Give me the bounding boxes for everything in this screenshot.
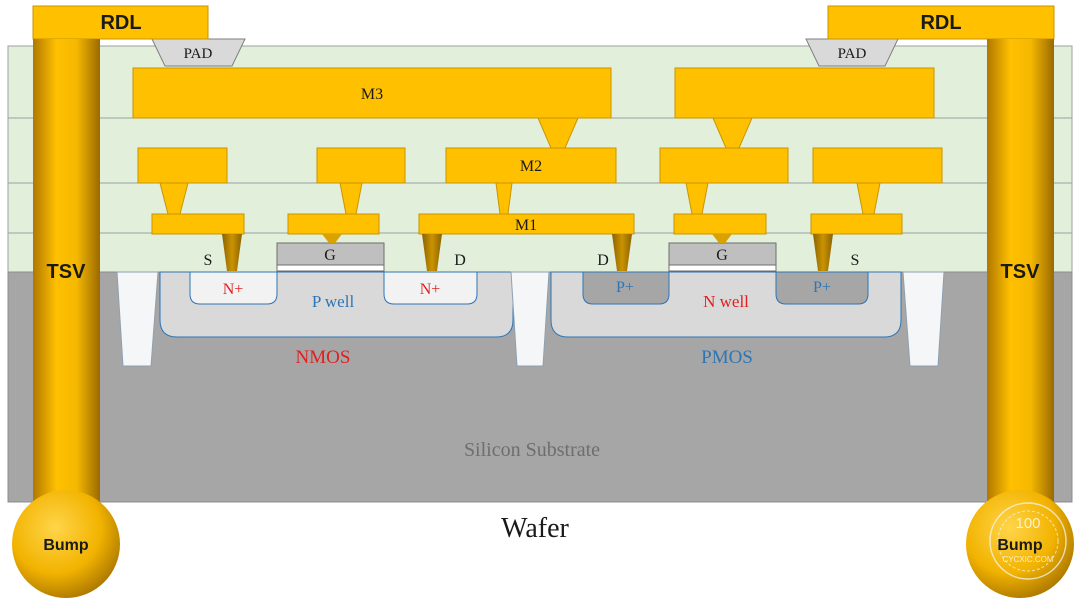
pmos-label: PMOS <box>701 347 753 368</box>
p-plus-source-label: P+ <box>813 279 831 296</box>
trench-isolation-middle <box>510 271 550 367</box>
via-m1-m2-4 <box>685 182 709 215</box>
n-plus-drain-label: N+ <box>420 281 441 298</box>
p-plus-drain-diffusion <box>582 271 670 305</box>
contact-nmos-source <box>222 234 242 271</box>
nmos-label: NMOS <box>296 347 351 368</box>
m1-label: M1 <box>515 217 537 234</box>
contact-nmos-gate <box>322 234 342 243</box>
pad-right-label: PAD <box>838 46 867 62</box>
nmos-gate-label: G <box>324 247 336 264</box>
m1-pad-nmos-source <box>151 213 245 235</box>
pad-left-label: PAD <box>184 46 213 62</box>
m1-pad-pmos-gate <box>673 213 767 235</box>
watermark-seal-domain: CYCXIC.COM <box>1002 555 1053 564</box>
n-plus-drain-diffusion <box>383 271 478 305</box>
silicon-substrate-label: Silicon Substrate <box>464 439 600 461</box>
m3-interconnect-right <box>674 67 935 119</box>
pad-left <box>151 38 246 67</box>
m2-pad-1 <box>137 147 228 184</box>
tsv-right <box>987 39 1054 507</box>
wafer-label: Wafer <box>501 513 569 544</box>
contact-pmos-drain <box>612 234 632 271</box>
rdl-left <box>32 5 209 40</box>
rdl-right <box>827 5 1055 40</box>
m2-pad-2 <box>316 147 406 184</box>
m2-pad-3 <box>659 147 789 184</box>
bump-left <box>12 490 120 598</box>
contact-pmos-gate <box>712 234 732 243</box>
contact-pmos-source <box>813 234 833 271</box>
n-plus-source-diffusion <box>189 271 278 305</box>
watermark-seal-outer-ring <box>989 502 1067 580</box>
pmos-source-label: S <box>851 252 860 269</box>
tsv-right-label: TSV <box>1001 261 1041 283</box>
pmos-gate-label: G <box>716 247 728 264</box>
nmos-source-label: S <box>204 252 213 269</box>
watermark-seal: 100 CYCXIC.COM <box>989 502 1067 580</box>
m2-interconnect <box>445 147 617 184</box>
contact-nmos-drain <box>422 234 442 271</box>
via-m1-m2-3 <box>495 182 513 215</box>
n-well-label: N well <box>703 292 749 311</box>
trench-isolation-right <box>902 271 945 367</box>
via-m1-m2-1 <box>159 182 189 215</box>
tsv-left-label: TSV <box>47 261 87 283</box>
via-m1-m2-2 <box>339 182 363 215</box>
m1-pad-pmos-source <box>810 213 903 235</box>
m3-label: M3 <box>361 86 383 103</box>
via-m2-m3-right <box>712 117 753 149</box>
m3-interconnect-left <box>132 67 612 119</box>
rdl-right-label: RDL <box>920 12 961 34</box>
m1-interconnect <box>418 213 635 235</box>
via-m2-m3-left <box>537 117 579 149</box>
p-plus-drain-label: P+ <box>616 279 634 296</box>
watermark-seal-inner-ring <box>997 510 1059 572</box>
bump-left-label: Bump <box>43 537 89 554</box>
trench-isolation-left <box>116 271 159 367</box>
nmos-drain-label: D <box>454 252 466 269</box>
nmos-gate-oxide <box>276 264 385 272</box>
via-m1-m2-5 <box>856 182 881 215</box>
bump-right <box>966 490 1074 598</box>
tsv-left <box>33 39 100 507</box>
pmos-gate-oxide <box>668 264 777 272</box>
m1-pad-nmos-gate <box>287 213 380 235</box>
p-well-label: P well <box>312 292 355 311</box>
rdl-left-label: RDL <box>100 12 141 34</box>
m2-label: M2 <box>520 158 542 175</box>
p-plus-source-diffusion <box>775 271 869 305</box>
n-plus-source-label: N+ <box>223 281 244 298</box>
pmos-drain-label: D <box>597 252 609 269</box>
bump-right-label: Bump <box>997 537 1043 554</box>
watermark-seal-number: 100 <box>1015 515 1040 532</box>
m2-pad-4 <box>812 147 943 184</box>
